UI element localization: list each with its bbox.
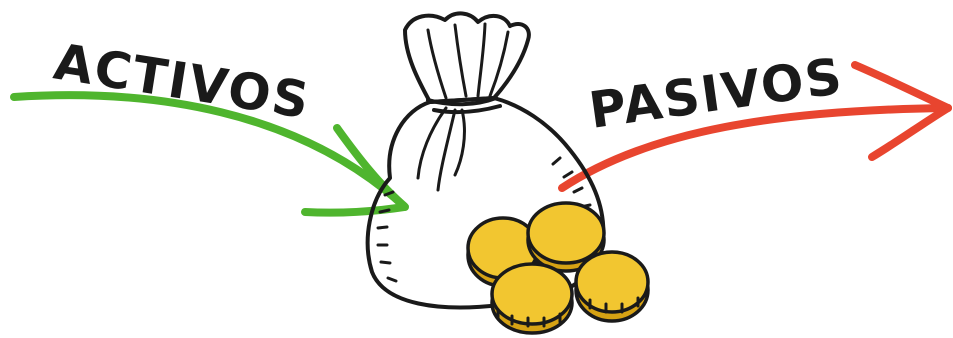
gold-coins-icon bbox=[468, 203, 648, 333]
coin bbox=[576, 252, 648, 321]
assets-label: ACTIVOS bbox=[50, 33, 314, 131]
inflow-arrow-icon bbox=[14, 95, 405, 212]
